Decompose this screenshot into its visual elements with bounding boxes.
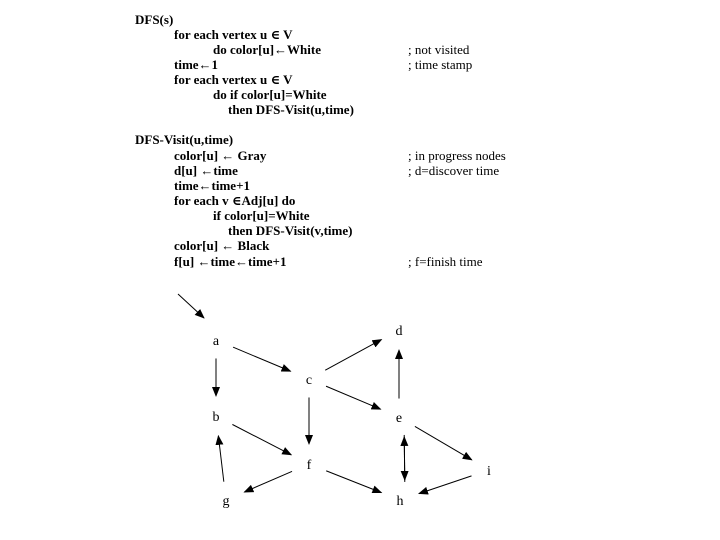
node-d-label: d — [396, 324, 403, 339]
dfs-line-4: for each vertex u ∈ V — [174, 72, 293, 87]
node-b-circle — [197, 397, 235, 435]
edge-e-i — [414, 425, 473, 461]
dfs-header: DFS(s) — [135, 12, 174, 27]
dfs-line-2: do color[u]←White — [213, 42, 321, 57]
nodes-layer: a b c d e f g h i — [197, 311, 508, 519]
visit-line-4: for each v ∈Adj[u] do — [174, 193, 296, 208]
edge-c-d — [324, 339, 383, 371]
node-b-label: b — [213, 410, 220, 425]
edge-g-b — [215, 434, 225, 483]
edge-a-c — [232, 346, 292, 372]
node-e-label: e — [396, 411, 402, 426]
node-i-label: i — [487, 464, 491, 479]
visit-comment-discover: ; d=discover time — [408, 163, 500, 178]
node-h-circle — [381, 481, 419, 519]
edges-layer — [177, 293, 473, 495]
node-g-label: g — [223, 494, 230, 509]
node-f-circle — [290, 445, 328, 483]
visit-header: DFS-Visit(u,time) — [135, 132, 234, 147]
visit-line-5: if color[u]=White — [213, 208, 310, 223]
node-g: g — [207, 481, 245, 519]
visit-line-8: f[u] ←time←time+1 — [174, 254, 287, 269]
node-e: e — [380, 398, 418, 436]
edge-i-h — [418, 475, 473, 495]
node-a-circle — [197, 321, 235, 359]
visit-comment-in-progress: ; in progress nodes — [408, 148, 506, 163]
visit-line-3: time←time+1 — [174, 178, 250, 193]
node-a: a — [197, 321, 235, 359]
node-g-circle — [207, 481, 245, 519]
node-a-label: a — [213, 334, 220, 349]
node-c-circle — [290, 360, 328, 398]
node-d: d — [380, 311, 418, 349]
dfs-line-3: time←1 — [174, 57, 219, 72]
node-h-label: h — [397, 494, 404, 509]
edge-f-g — [243, 470, 293, 493]
node-i: i — [470, 451, 508, 489]
node-h: h — [381, 481, 419, 519]
node-e-circle — [380, 398, 418, 436]
edge-f-h — [325, 470, 383, 494]
dfs-line-5: do if color[u]=White — [213, 87, 327, 102]
node-d-circle — [380, 311, 418, 349]
node-i-circle — [470, 451, 508, 489]
visit-line-2: d[u] ←time — [174, 163, 238, 178]
visit-line-7: color[u] ← Black — [174, 238, 270, 253]
node-b: b — [197, 397, 235, 435]
node-c-label: c — [306, 373, 312, 388]
visit-line-6: then DFS-Visit(v,time) — [228, 223, 353, 238]
node-f: f — [290, 445, 328, 483]
visit-comment-finish: ; f=finish time — [408, 254, 483, 269]
dfs-line-6: then DFS-Visit(u,time) — [228, 102, 354, 117]
visit-line-1: color[u] ← Gray — [174, 148, 267, 163]
edge-b-f — [231, 423, 293, 456]
dfs-comment-not-visited: ; not visited — [408, 42, 470, 57]
dfs-line-1: for each vertex u ∈ V — [174, 27, 293, 42]
node-f-label: f — [307, 458, 312, 473]
dfs-comment-time-stamp: ; time stamp — [408, 57, 473, 72]
node-c: c — [290, 360, 328, 398]
edge-c-e — [325, 385, 382, 410]
start-arrow — [177, 293, 205, 319]
edge-h-e — [400, 435, 409, 482]
